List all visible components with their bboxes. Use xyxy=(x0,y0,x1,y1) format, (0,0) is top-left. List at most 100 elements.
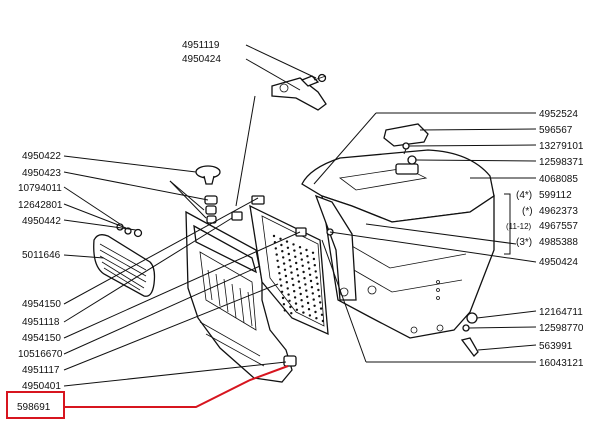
label-598691: 598691 xyxy=(17,402,51,413)
perforation-dot xyxy=(283,309,286,312)
label-4950423: 4950423 xyxy=(22,168,61,179)
perforation-dot xyxy=(310,286,314,289)
perforation-dot xyxy=(285,240,289,243)
perforation-dot xyxy=(308,273,312,276)
perforation-dot xyxy=(292,243,295,246)
perforation-dot xyxy=(293,249,296,252)
perforation-dot xyxy=(314,270,317,273)
perforation-dot xyxy=(296,274,300,277)
perforation-dot xyxy=(314,310,317,314)
label-4954150-a: 4954150 xyxy=(22,299,61,310)
perforation-dot xyxy=(306,295,309,298)
perforation-dot xyxy=(295,261,298,265)
perforation-dot xyxy=(295,308,299,311)
perforation-dot xyxy=(317,288,320,292)
leader-lines-right xyxy=(313,112,537,363)
label-16043121: 16043121 xyxy=(539,358,584,369)
perforation-dot xyxy=(276,259,279,262)
perforation-dot xyxy=(288,259,291,262)
perforation-dot xyxy=(307,308,311,311)
perforation-dot xyxy=(289,305,292,309)
perforation-dot xyxy=(306,255,309,258)
perforation-dot xyxy=(282,303,286,306)
perforation-dot xyxy=(313,264,316,267)
perforation-dot xyxy=(315,276,318,279)
hood-latch-part xyxy=(383,123,429,147)
perforation-dot xyxy=(280,284,283,287)
perforation-dot xyxy=(312,298,315,301)
perforation-dot xyxy=(321,319,325,323)
perforation-dot xyxy=(304,283,307,286)
perforation-dot xyxy=(302,270,305,274)
perforation-dot xyxy=(294,302,298,305)
label-4985388: 4985388 xyxy=(539,237,578,248)
label-4951119: 4951119 xyxy=(182,40,220,51)
marker-4star: (4*) xyxy=(516,190,532,201)
label-4950401: 4950401 xyxy=(22,381,61,392)
perforation-dot xyxy=(285,281,288,284)
perforation-dot xyxy=(308,314,312,317)
perforation-dot xyxy=(319,307,323,310)
perforation-dot xyxy=(290,271,293,274)
perforation-dot xyxy=(299,292,302,296)
perforation-dot xyxy=(300,299,303,302)
label-4954150-b: 4954150 xyxy=(22,333,61,344)
perforation-dot xyxy=(316,282,319,285)
perforation-dot xyxy=(288,299,291,302)
perforation-dot xyxy=(289,265,292,268)
marker-star: (*) xyxy=(522,206,533,217)
perforation-dot xyxy=(280,243,283,247)
label-599112: 599112 xyxy=(539,190,572,201)
label-4951117: 4951117 xyxy=(22,365,60,376)
perforation-dot xyxy=(309,279,313,283)
marker-3star: (3*) xyxy=(516,237,532,248)
label-563991: 563991 xyxy=(539,341,573,352)
perforation-dot xyxy=(279,237,282,240)
perforation-dot xyxy=(275,253,278,256)
perforation-dot xyxy=(308,267,311,270)
perforation-dot xyxy=(287,252,290,256)
bottom-nut-part xyxy=(283,355,297,367)
perforation-dot xyxy=(299,252,303,255)
perforation-dot xyxy=(319,301,322,304)
label-4068085: 4068085 xyxy=(539,174,578,185)
perforation-dot xyxy=(293,296,297,299)
perforation-dot xyxy=(294,255,297,258)
perforation-dot xyxy=(291,277,294,280)
marker-11-12: (11-12) xyxy=(506,222,532,231)
perforation-dot xyxy=(307,261,310,264)
label-10516670: 10516670 xyxy=(18,349,63,360)
right-fasteners-part xyxy=(326,142,479,357)
perforation-dot xyxy=(290,312,293,315)
label-12598770: 12598770 xyxy=(539,323,584,334)
perforation-dot xyxy=(313,304,316,307)
perforated-panel-part xyxy=(231,195,329,336)
label-12642801: 12642801 xyxy=(18,200,63,211)
label-596567: 596567 xyxy=(539,125,573,136)
perforation-dot xyxy=(306,301,310,305)
perforation-dot xyxy=(305,289,308,292)
perforation-dot xyxy=(293,290,296,293)
perforation-dot xyxy=(295,268,299,271)
perforation-dot xyxy=(282,256,285,259)
label-4950424-top: 4950424 xyxy=(182,54,221,65)
perforation-dot xyxy=(279,278,282,281)
perforation-dot xyxy=(287,293,290,296)
label-4962373: 4962373 xyxy=(539,206,578,217)
perforation-dot xyxy=(303,277,306,280)
grille-part xyxy=(93,234,156,297)
perforation-dot xyxy=(302,311,305,314)
perforation-dot xyxy=(281,296,285,300)
perforation-dot xyxy=(274,247,277,250)
perforation-dot xyxy=(312,257,316,261)
label-4952524: 4952524 xyxy=(539,109,578,120)
perforation-dot xyxy=(281,250,284,253)
perforation-dot xyxy=(298,246,302,249)
label-10794011: 10794011 xyxy=(18,183,62,194)
perforation-dot xyxy=(305,248,308,252)
perforation-dot xyxy=(311,292,314,295)
perforation-dot xyxy=(280,290,284,293)
perforation-dot xyxy=(283,268,287,271)
